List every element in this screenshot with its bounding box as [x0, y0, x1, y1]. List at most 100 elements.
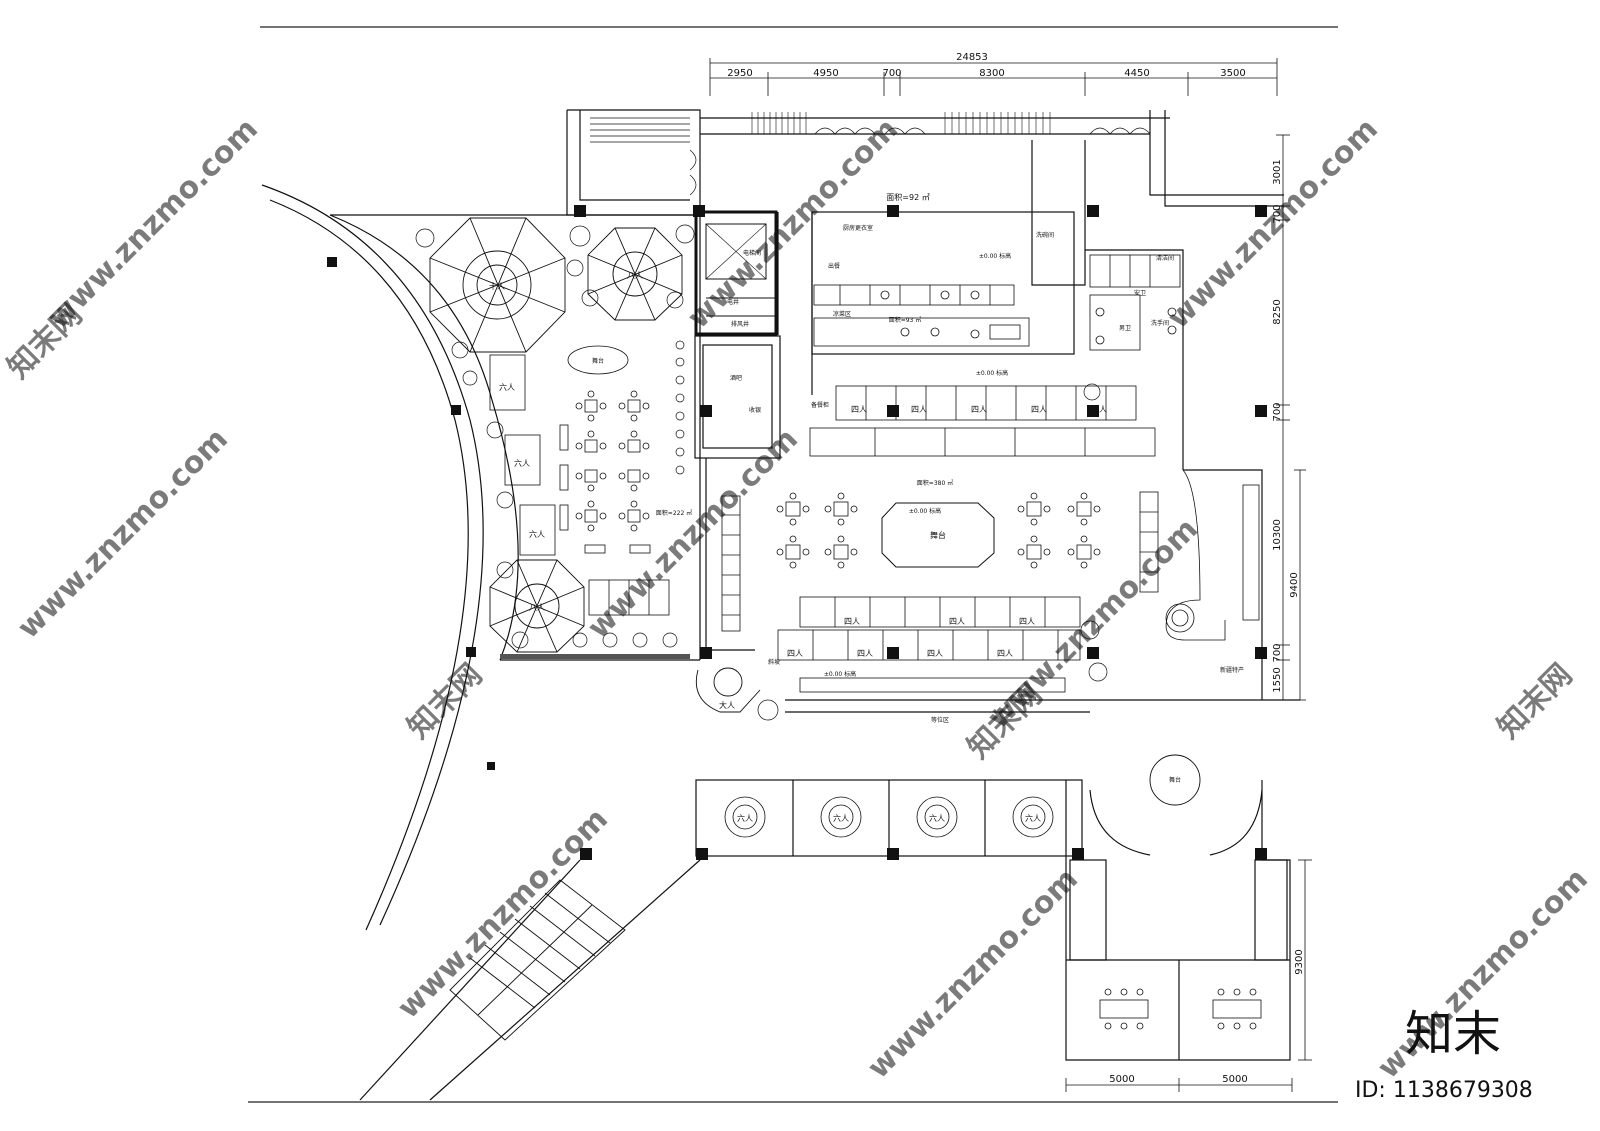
- label-pickup: 出餐: [828, 262, 840, 270]
- label-male: 男卫: [1119, 325, 1131, 332]
- dim-right-2: 700: [1272, 204, 1283, 223]
- label-round-stage: 舞台: [1169, 776, 1181, 784]
- left-stage: [567, 345, 629, 375]
- label-level-waiting: ±0.00 标高: [824, 670, 856, 678]
- label-stage-left: 舞台: [592, 357, 604, 365]
- watermark-site: www.znzmo.com: [11, 422, 235, 646]
- seat-label-four: 四人: [1031, 405, 1047, 414]
- dim-top-3: 700: [882, 68, 901, 79]
- elevator-core: [694, 210, 778, 336]
- label-stage-center: 舞台: [930, 530, 946, 540]
- label-cashier: 收银: [749, 406, 761, 414]
- seat-label-four: 四人: [857, 649, 873, 658]
- corner-logo: 知末: [1405, 1006, 1501, 1062]
- label-elevator-room: 电梯间: [743, 249, 761, 257]
- toilets: [1089, 254, 1181, 351]
- label-staff-room: 厨房更衣室: [843, 224, 873, 232]
- bottom-dimension: [1065, 1078, 1293, 1092]
- watermark-site: www.znzmo.com: [41, 112, 265, 336]
- label-level-hall: ±0.00 标高: [976, 369, 1008, 377]
- seat-label-six: 六人: [499, 382, 515, 392]
- left-wall-booths: [489, 354, 556, 556]
- watermark-site: www.znzmo.com: [861, 862, 1085, 1086]
- kitchen-counters: [813, 284, 1030, 347]
- seat-label-six: 六人: [514, 458, 530, 468]
- dim-top-6: 3500: [1220, 68, 1245, 79]
- top-dimension-chain: [709, 58, 1278, 96]
- dim-top-2: 4950: [813, 68, 838, 79]
- label-left-hall-area: 面积=222 ㎡: [656, 509, 692, 517]
- seat-label-four: 四人: [1019, 617, 1035, 626]
- booth-row-upper-labels: 四人 四人 四人 四人 四人: [851, 405, 1107, 414]
- seat-label-big: 大人: [719, 700, 735, 710]
- dim-bottom-1: 5000: [1109, 1074, 1134, 1085]
- right-dimension-chain: [1276, 134, 1306, 701]
- watermark-site: www.znzmo.com: [391, 802, 615, 1026]
- label-cleaning: 清洁间: [1156, 254, 1174, 262]
- left-hall-tables: [559, 390, 670, 616]
- frame-lines: [248, 26, 1338, 1103]
- booth-row-lower-labels: 四人 四人 四人 四人 四人 四人 四人: [787, 617, 1035, 658]
- seat-label-four: 四人: [851, 405, 867, 414]
- entrance-round-stage: [1149, 754, 1201, 806]
- dim-top-5: 4450: [1124, 68, 1149, 79]
- label-level-stage: ±0.00 标高: [909, 507, 941, 515]
- pavilion-small-bottom: [489, 559, 585, 653]
- label-sideboard: 备餐柜: [811, 401, 829, 409]
- label-ramp: 斜坡: [768, 658, 780, 666]
- bar-stools: [675, 340, 685, 475]
- dim-right-8: 1550: [1272, 667, 1283, 692]
- dim-right-1: 3001: [1272, 159, 1283, 184]
- dim-right-5: 10300: [1272, 519, 1283, 551]
- dim-right-7: 700: [1272, 643, 1283, 662]
- label-toilet: 洗手间: [1151, 319, 1169, 327]
- label-new-store: 新疆特产: [1220, 666, 1244, 674]
- seat-label-four: 四人: [1091, 405, 1107, 414]
- label-elevator-shaft: 电井: [727, 298, 739, 306]
- top-windows: [751, 112, 1051, 134]
- label-main-hall-area: 面积=380 ㎡: [917, 479, 953, 487]
- label-level-kitchen: ±0.00 标高: [979, 252, 1011, 260]
- label-janitor: 安卫: [1134, 289, 1146, 297]
- seat-label-six: 六人: [737, 813, 753, 823]
- label-exhaust-shaft: 排风井: [731, 320, 749, 328]
- seat-label-four: 四人: [911, 405, 927, 414]
- seat-label-four: 四人: [927, 649, 943, 658]
- booth-row-lower: [777, 596, 1081, 693]
- dim-right-6: 9400: [1289, 572, 1300, 597]
- dim-right-4: 700: [1272, 402, 1283, 421]
- lower-dining-tables: [1099, 988, 1262, 1030]
- dim-lower-right: 9300: [1294, 949, 1305, 974]
- image-id-text: ID: 1138679308: [1355, 1078, 1533, 1103]
- seat-label-six: 六人: [833, 813, 849, 823]
- seat-label-four: 四人: [787, 649, 803, 658]
- center-stage: [881, 502, 995, 568]
- seat-label-eight: 八人: [627, 271, 643, 280]
- seat-label-ten: 十人: [489, 281, 505, 291]
- dim-top-4: 8300: [979, 68, 1004, 79]
- right-service-counter: [1165, 469, 1260, 641]
- watermark-site: www.znzmo.com: [581, 422, 805, 646]
- dim-right-3: 8250: [1272, 299, 1283, 324]
- private-rooms: [724, 796, 1054, 838]
- label-prep-area: 面积=93 ㎡: [889, 316, 922, 324]
- watermarks: www.znzmo.com www.znzmo.com www.znzmo.co…: [1, 112, 1595, 1086]
- label-cold-dish: 凉菜区: [833, 310, 851, 318]
- label-dish-room: 洗碗间: [1036, 231, 1054, 239]
- lower-right-dimension: [1298, 859, 1312, 1061]
- dim-bottom-2: 5000: [1222, 1074, 1247, 1085]
- label-kitchen-area: 面积=92 ㎡: [886, 192, 929, 202]
- entrance-round-booth: [695, 667, 761, 713]
- bar-side-booths: [721, 491, 1159, 632]
- planter-strip: [500, 654, 690, 659]
- main-hall-tables: [776, 492, 1101, 569]
- top-door-swings: [689, 127, 1151, 196]
- label-waiting: 等位区: [931, 716, 949, 724]
- seat-label-six: 六人: [1025, 813, 1041, 823]
- seat-label-six: 六人: [529, 529, 545, 539]
- dim-total-width: 24853: [956, 52, 988, 63]
- watermark-brand: 知末网: [401, 657, 489, 745]
- booth-row-upper: [809, 385, 1156, 457]
- seat-label-four: 四人: [971, 405, 987, 414]
